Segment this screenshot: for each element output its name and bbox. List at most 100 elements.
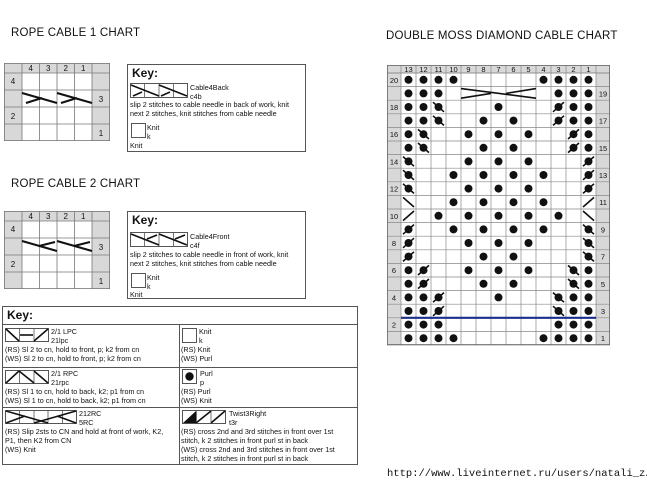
rpc-symbol <box>5 370 49 384</box>
purl-stitch <box>419 293 428 302</box>
purl-stitch <box>434 75 443 84</box>
purl-stitch <box>524 266 533 275</box>
purl-stitch <box>479 198 488 207</box>
col-number: 2 <box>64 212 69 221</box>
rope-cable-1-title: ROPE CABLE 1 CHART <box>11 27 141 39</box>
col-number: 3 <box>556 65 560 74</box>
rc-description: (RS) Slip 2sts to CN and hold at front o… <box>5 427 164 436</box>
purl-stitch <box>419 334 428 343</box>
knit-name: Knit <box>199 327 212 336</box>
purl-stitch <box>524 130 533 139</box>
col-number: 2 <box>64 64 69 73</box>
purl-stitch <box>539 171 548 179</box>
key-heading: Key: <box>132 213 159 227</box>
purl-stitch <box>404 143 413 152</box>
purl-stitch <box>479 143 488 152</box>
purl-stitch <box>584 130 593 139</box>
cable-description: slip 2 stitches to cable needle in front… <box>130 250 289 259</box>
purl-stitch <box>584 279 593 288</box>
212rc-symbol <box>5 410 77 424</box>
col-number: 1 <box>81 64 86 73</box>
purl-stitch <box>404 320 413 329</box>
row-number: 1 <box>99 277 104 286</box>
row-number: 8 <box>392 239 396 248</box>
lpc-name: 2/1 LPC <box>51 327 77 336</box>
purl-name: Purl <box>200 369 213 378</box>
purl-stitch <box>524 211 533 220</box>
rope-cable-2-chart: 4 3 2 1 4 2 3 1 <box>4 211 110 289</box>
purl-stitch <box>404 103 413 111</box>
purl-stitch <box>449 198 458 207</box>
row-number: 12 <box>390 185 398 194</box>
row-number: 11 <box>599 198 607 207</box>
purl-stitch <box>584 116 593 125</box>
purl-stitch <box>404 89 413 98</box>
row-number: 9 <box>601 225 605 234</box>
purl-stitch <box>584 293 593 302</box>
purl-stitch <box>554 334 563 343</box>
col-number: 4 <box>29 212 34 221</box>
purl-symbol <box>182 369 197 384</box>
rpc-name: 2/1 RPC <box>51 369 79 378</box>
purl-stitch <box>569 334 578 343</box>
row-number: 2 <box>11 260 16 269</box>
col-number: 12 <box>419 65 427 74</box>
purl-stitch <box>554 75 563 84</box>
purl-stitch <box>554 89 563 98</box>
purl-stitch <box>539 75 548 84</box>
purl-stitch <box>464 157 473 166</box>
col-number: 2 <box>571 65 575 74</box>
purl-stitch <box>464 239 473 247</box>
purl-stitch <box>509 198 518 207</box>
rpc-rs: (RS) Sl 1 to cn, hold to back, k2; p1 fr… <box>5 387 145 396</box>
purl-stitch <box>584 75 593 84</box>
purl-stitch <box>494 103 503 111</box>
cable4back-symbol <box>130 83 188 98</box>
purl-stitch <box>569 307 578 315</box>
row-number: 18 <box>390 103 398 112</box>
purl-stitch <box>404 116 413 125</box>
tw-rs: (RS) cross 2nd and 3rd stitches in front… <box>181 427 334 436</box>
col-number: 1 <box>81 212 86 221</box>
knit-symbol <box>182 328 197 343</box>
key-heading: Key: <box>132 66 159 80</box>
source-url: http://www.liveinternet.ru/users/natali_… <box>387 468 647 480</box>
purl-stitch <box>449 334 458 343</box>
row-number: 3 <box>99 243 104 252</box>
purl-stitch <box>404 130 413 139</box>
purl-stitch <box>434 211 443 220</box>
purl-stitch <box>494 157 503 166</box>
purl-stitch <box>524 184 533 193</box>
cable-description: next 2 stitches, knit stitches from cabl… <box>130 259 277 268</box>
purl-stitch <box>509 116 518 125</box>
purl-stitch <box>419 103 428 111</box>
col-number: 4 <box>541 65 545 74</box>
purl-stitch <box>584 307 593 315</box>
row-number: 4 <box>11 225 16 234</box>
purl-stitch <box>509 171 518 179</box>
knit-abbr: k <box>147 132 151 141</box>
row-number: 10 <box>390 212 398 221</box>
purl-stitch <box>584 89 593 98</box>
purl-stitch <box>569 103 578 111</box>
purl-stitch <box>404 279 413 288</box>
purl-stitch <box>539 225 548 234</box>
purl-stitch <box>404 75 413 84</box>
purl-stitch <box>554 320 563 329</box>
purl-stitch <box>509 252 518 261</box>
rope-cable-2-title: ROPE CABLE 2 CHART <box>11 178 141 190</box>
row-number: 6 <box>392 266 396 275</box>
purl-stitch <box>404 307 413 315</box>
purl-stitch <box>584 334 593 343</box>
cable-description: next 2 stitches, knit stitches from cabl… <box>130 109 277 118</box>
purl-stitch <box>434 89 443 98</box>
purl-stitch <box>404 266 413 275</box>
knit-ws: (WS) Purl <box>181 354 213 363</box>
purl-stitch <box>404 334 413 343</box>
purl-stitch <box>479 279 488 288</box>
knit-label: Knit <box>130 290 143 299</box>
cable-abbr: c4b <box>190 92 202 101</box>
purl-stitch <box>494 293 503 302</box>
col-number: 3 <box>46 212 51 221</box>
purl-stitch <box>524 239 533 247</box>
